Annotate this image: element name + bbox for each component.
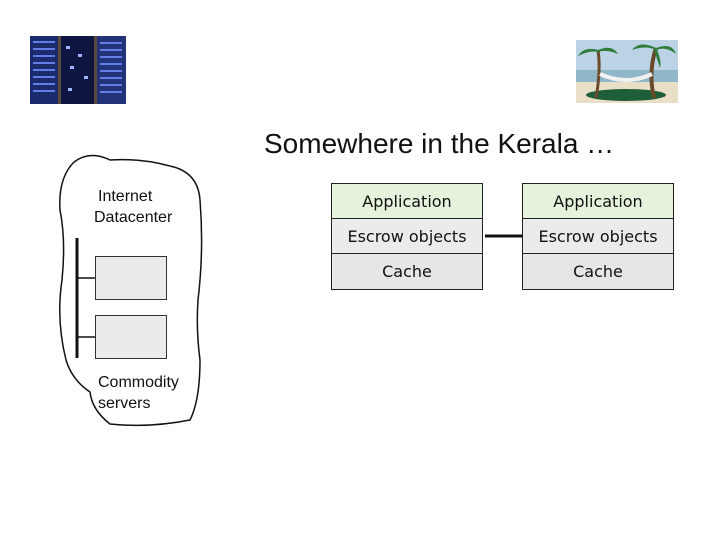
server-rack-photo: [30, 36, 126, 104]
server-box: [95, 256, 167, 300]
escrow-objects-layer: Escrow objects: [523, 219, 673, 254]
application-layer: Application: [332, 184, 482, 219]
cache-layer: Cache: [523, 254, 673, 289]
application-layer: Application: [523, 184, 673, 219]
software-stack-right: Application Escrow objects Cache: [522, 183, 674, 290]
cache-layer: Cache: [332, 254, 482, 289]
servers-label-line1: Commodity: [98, 374, 179, 391]
page-title: Somewhere in the Kerala …: [264, 128, 615, 159]
datacenter-label: Internet Datacenter: [94, 186, 172, 228]
beach-hammock-photo: [576, 40, 678, 103]
software-stack-left: Application Escrow objects Cache: [331, 183, 483, 290]
servers-label-line2: servers: [98, 395, 151, 412]
servers-label: Commodity servers: [98, 372, 179, 414]
escrow-objects-layer: Escrow objects: [332, 219, 482, 254]
datacenter-label-line1: Internet: [98, 188, 153, 205]
datacenter-label-line2: Datacenter: [94, 209, 173, 226]
server-box: [95, 315, 167, 359]
datacenter-cloud-outline: [59, 154, 203, 427]
